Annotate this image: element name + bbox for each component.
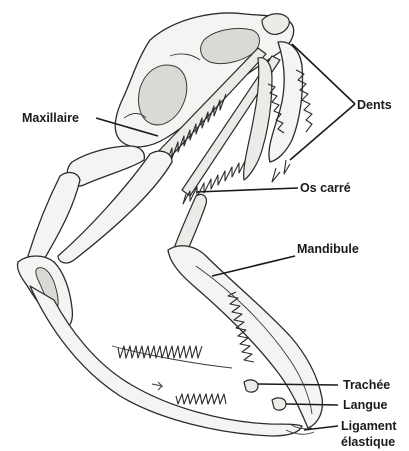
leader-mandibule	[212, 256, 295, 276]
label-mandibule: Mandibule	[297, 242, 359, 256]
label-maxillaire: Maxillaire	[22, 111, 79, 125]
label-trachee: Trachée	[343, 378, 390, 392]
mandible	[17, 246, 322, 436]
label-ligament-line1: Ligament	[341, 419, 397, 433]
leader-langue	[286, 404, 338, 405]
label-dents: Dents	[357, 98, 392, 112]
label-langue: Langue	[343, 398, 387, 412]
leader-trachee	[258, 384, 338, 385]
label-ligament-line2: élastique	[341, 435, 395, 449]
label-os-carre: Os carré	[300, 181, 351, 195]
